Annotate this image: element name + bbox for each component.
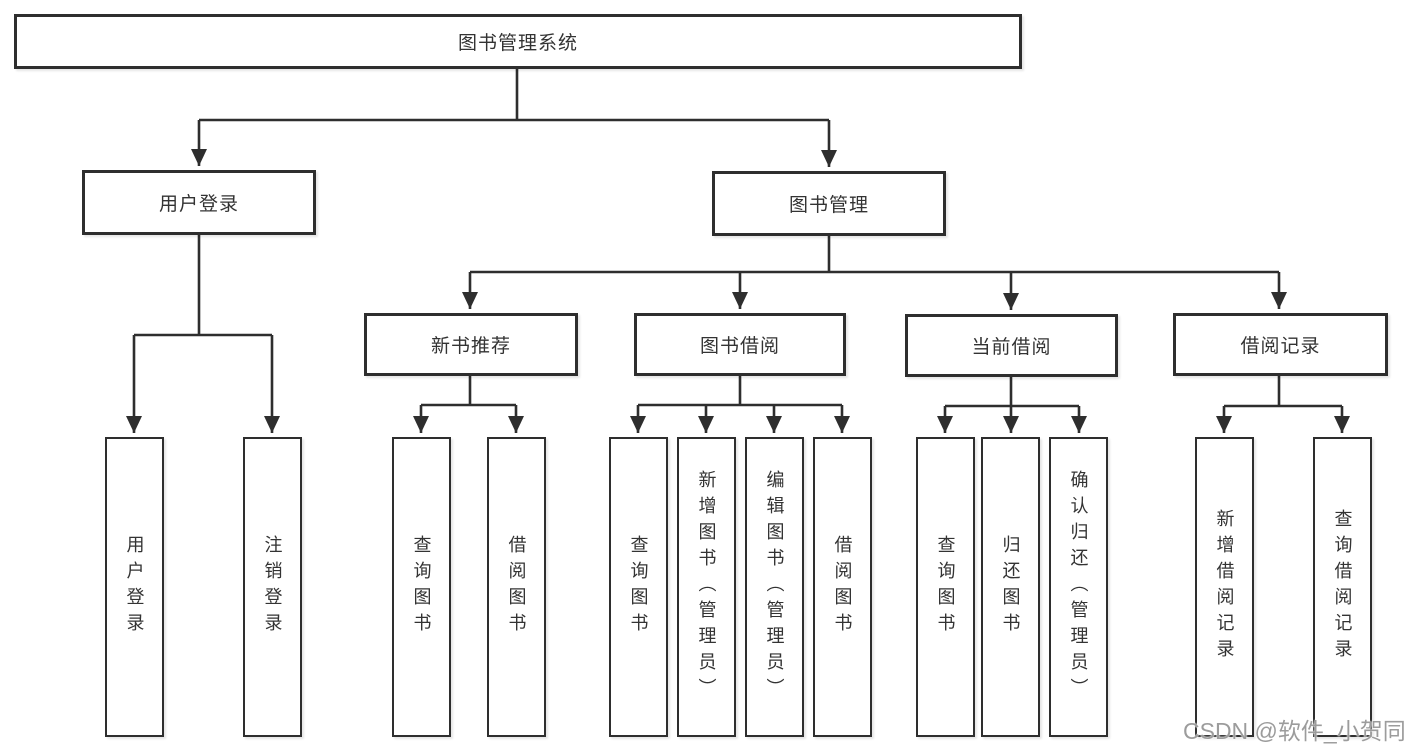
node-user-login: 用户登录 xyxy=(82,170,316,235)
leaf-borrow-query-book: 查询图书 xyxy=(609,437,668,737)
node-borrow-record: 借阅记录 xyxy=(1173,313,1388,376)
leaf-record-query-record: 查询借阅记录 xyxy=(1313,437,1372,737)
leaf-recommend-borrow-book-label: 借阅图书 xyxy=(506,535,527,639)
node-book-management: 图书管理 xyxy=(712,171,946,236)
node-borrow-record-label: 借阅记录 xyxy=(1240,336,1321,357)
leaf-borrow-add-book-admin-label: 新增图书（管理员） xyxy=(696,470,717,704)
node-new-book-recommend: 新书推荐 xyxy=(364,313,578,376)
leaf-current-confirm-return-admin-label: 确认归还（管理员） xyxy=(1068,470,1089,704)
leaf-borrow-borrow-book-label: 借阅图书 xyxy=(832,535,853,639)
leaf-recommend-query-book-label: 查询图书 xyxy=(411,535,432,639)
leaf-recommend-borrow-book: 借阅图书 xyxy=(487,437,546,737)
leaf-borrow-query-book-label: 查询图书 xyxy=(628,535,649,639)
leaf-user-login: 用户登录 xyxy=(105,437,164,737)
node-root-system: 图书管理系统 xyxy=(14,14,1022,69)
leaf-record-add-record-label: 新增借阅记录 xyxy=(1214,509,1235,665)
node-user-login-label: 用户登录 xyxy=(158,194,239,215)
leaf-record-query-record-label: 查询借阅记录 xyxy=(1332,509,1353,665)
node-current-borrow-label: 当前借阅 xyxy=(971,337,1052,358)
leaf-current-query-book: 查询图书 xyxy=(916,437,975,737)
leaf-record-add-record: 新增借阅记录 xyxy=(1195,437,1254,737)
node-new-book-recommend-label: 新书推荐 xyxy=(430,336,511,357)
node-book-borrow: 图书借阅 xyxy=(634,313,846,376)
leaf-user-login-label: 用户登录 xyxy=(124,535,145,639)
leaf-current-query-book-label: 查询图书 xyxy=(935,535,956,639)
leaf-current-return-book-label: 归还图书 xyxy=(1000,535,1021,639)
leaf-borrow-edit-book-admin-label: 编辑图书（管理员） xyxy=(764,470,785,704)
csdn-watermark: CSDN @软件_小贺同学 xyxy=(1183,718,1405,744)
node-current-borrow: 当前借阅 xyxy=(905,314,1118,377)
leaf-current-return-book: 归还图书 xyxy=(981,437,1040,737)
leaf-borrow-add-book-admin: 新增图书（管理员） xyxy=(677,437,736,737)
node-root-label: 图书管理系统 xyxy=(457,33,578,54)
leaf-logout-label: 注销登录 xyxy=(262,535,283,639)
leaf-recommend-query-book: 查询图书 xyxy=(392,437,451,737)
leaf-borrow-edit-book-admin: 编辑图书（管理员） xyxy=(745,437,804,737)
leaf-logout: 注销登录 xyxy=(243,437,302,737)
node-book-management-label: 图书管理 xyxy=(788,195,869,216)
node-book-borrow-label: 图书借阅 xyxy=(699,336,780,357)
leaf-current-confirm-return-admin: 确认归还（管理员） xyxy=(1049,437,1108,737)
leaf-borrow-borrow-book: 借阅图书 xyxy=(813,437,872,737)
